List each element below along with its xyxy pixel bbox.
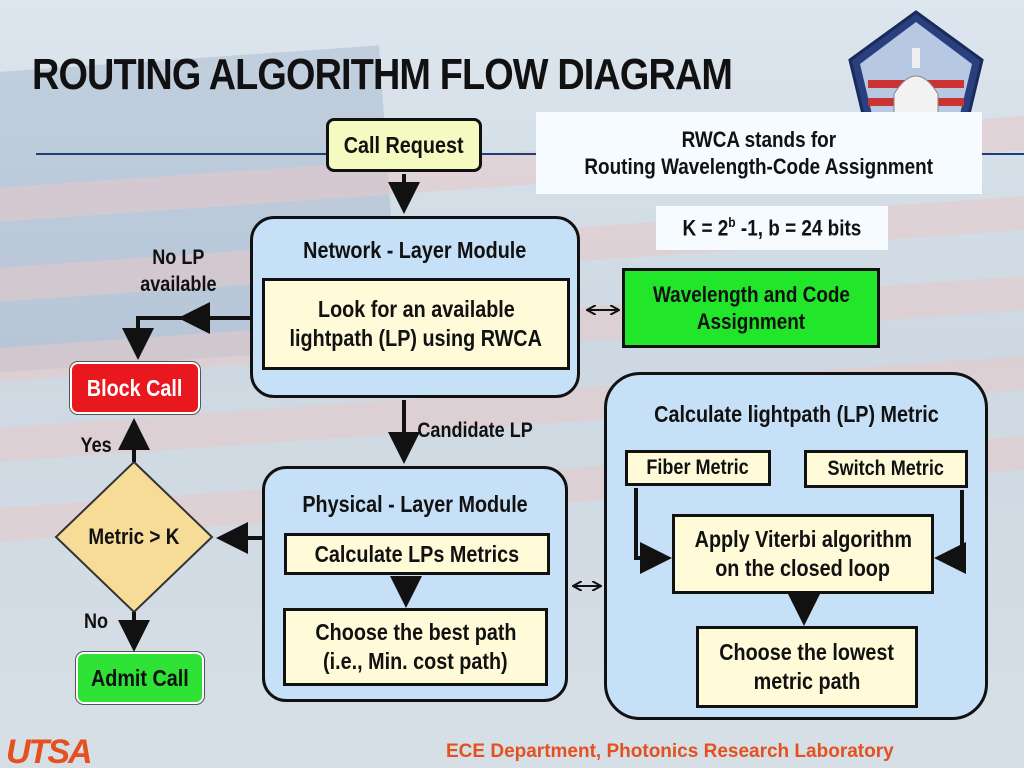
admit-call-label: Admit Call xyxy=(91,664,189,691)
calc-lps-label: Calculate LPs Metrics xyxy=(314,540,520,567)
look-lp-line1: Look for an available xyxy=(317,296,515,323)
viterbi-algorithm-box: Apply Viterbi algorithm on the closed lo… xyxy=(672,514,934,594)
best-path-line1: Choose the best path xyxy=(314,619,517,646)
admit-call-node: Admit Call xyxy=(76,652,204,704)
rwca-note-line1: RWCA stands for xyxy=(681,126,837,152)
choose-lowest-metric-box: Choose the lowest metric path xyxy=(696,626,918,708)
lowest-line2: metric path xyxy=(753,668,861,694)
call-request-node: Call Request xyxy=(326,118,482,172)
title-divider xyxy=(36,153,1024,155)
utsa-logo: UTSA xyxy=(6,733,93,771)
viterbi-line2: on the closed loop xyxy=(715,555,891,581)
call-request-label: Call Request xyxy=(344,131,464,158)
no-label: No xyxy=(83,610,109,633)
wavelength-code-assignment-box: Wavelength and Code Assignment xyxy=(622,268,880,348)
wavelength-line2: Assignment xyxy=(696,309,806,334)
lowest-line1: Choose the lowest xyxy=(719,639,895,666)
slide-title: ROUTING ALGORITHM FLOW DIAGRAM xyxy=(32,50,733,99)
k-formula-exponent: b xyxy=(728,214,736,231)
look-for-lightpath-box: Look for an available lightpath (LP) usi… xyxy=(262,278,570,370)
switch-metric-label: Switch Metric xyxy=(827,456,945,480)
rwca-definition-note: RWCA stands for Routing Wavelength-Code … xyxy=(536,112,982,194)
no-lp-available-label: No LP available xyxy=(139,246,217,297)
lp-metric-title: Calculate lightpath (LP) Metric xyxy=(653,401,939,427)
fiber-metric-box: Fiber Metric xyxy=(625,450,771,486)
metric-decision-label: Metric > K xyxy=(88,524,180,549)
network-module-title: Network - Layer Module xyxy=(303,237,527,263)
k-formula-suffix: -1, b = 24 bits xyxy=(735,215,862,241)
switch-metric-box: Switch Metric xyxy=(804,450,968,488)
k-formula-prefix: K = 2 xyxy=(682,215,729,241)
viterbi-line1: Apply Viterbi algorithm xyxy=(694,526,912,553)
look-lp-line2: lightpath (LP) using RWCA xyxy=(289,325,543,351)
fiber-metric-label: Fiber Metric xyxy=(646,455,750,479)
wavelength-line1: Wavelength and Code xyxy=(652,281,850,307)
choose-best-path-box: Choose the best path (i.e., Min. cost pa… xyxy=(283,608,548,686)
best-path-line2: (i.e., Min. cost path) xyxy=(323,648,508,674)
candidate-lp-label: Candidate LP xyxy=(417,419,533,442)
yes-label: Yes xyxy=(80,434,112,457)
physical-module-title: Physical - Layer Module xyxy=(302,491,528,517)
block-call-node: Block Call xyxy=(70,362,200,414)
block-call-label: Block Call xyxy=(87,374,183,401)
calculate-lps-metrics-box: Calculate LPs Metrics xyxy=(284,533,550,575)
rwca-note-line2: Routing Wavelength-Code Assignment xyxy=(584,154,934,179)
k-formula-note: K = 2b -1, b = 24 bits xyxy=(656,206,888,250)
footer-text: ECE Department, Photonics Research Labor… xyxy=(446,741,894,762)
